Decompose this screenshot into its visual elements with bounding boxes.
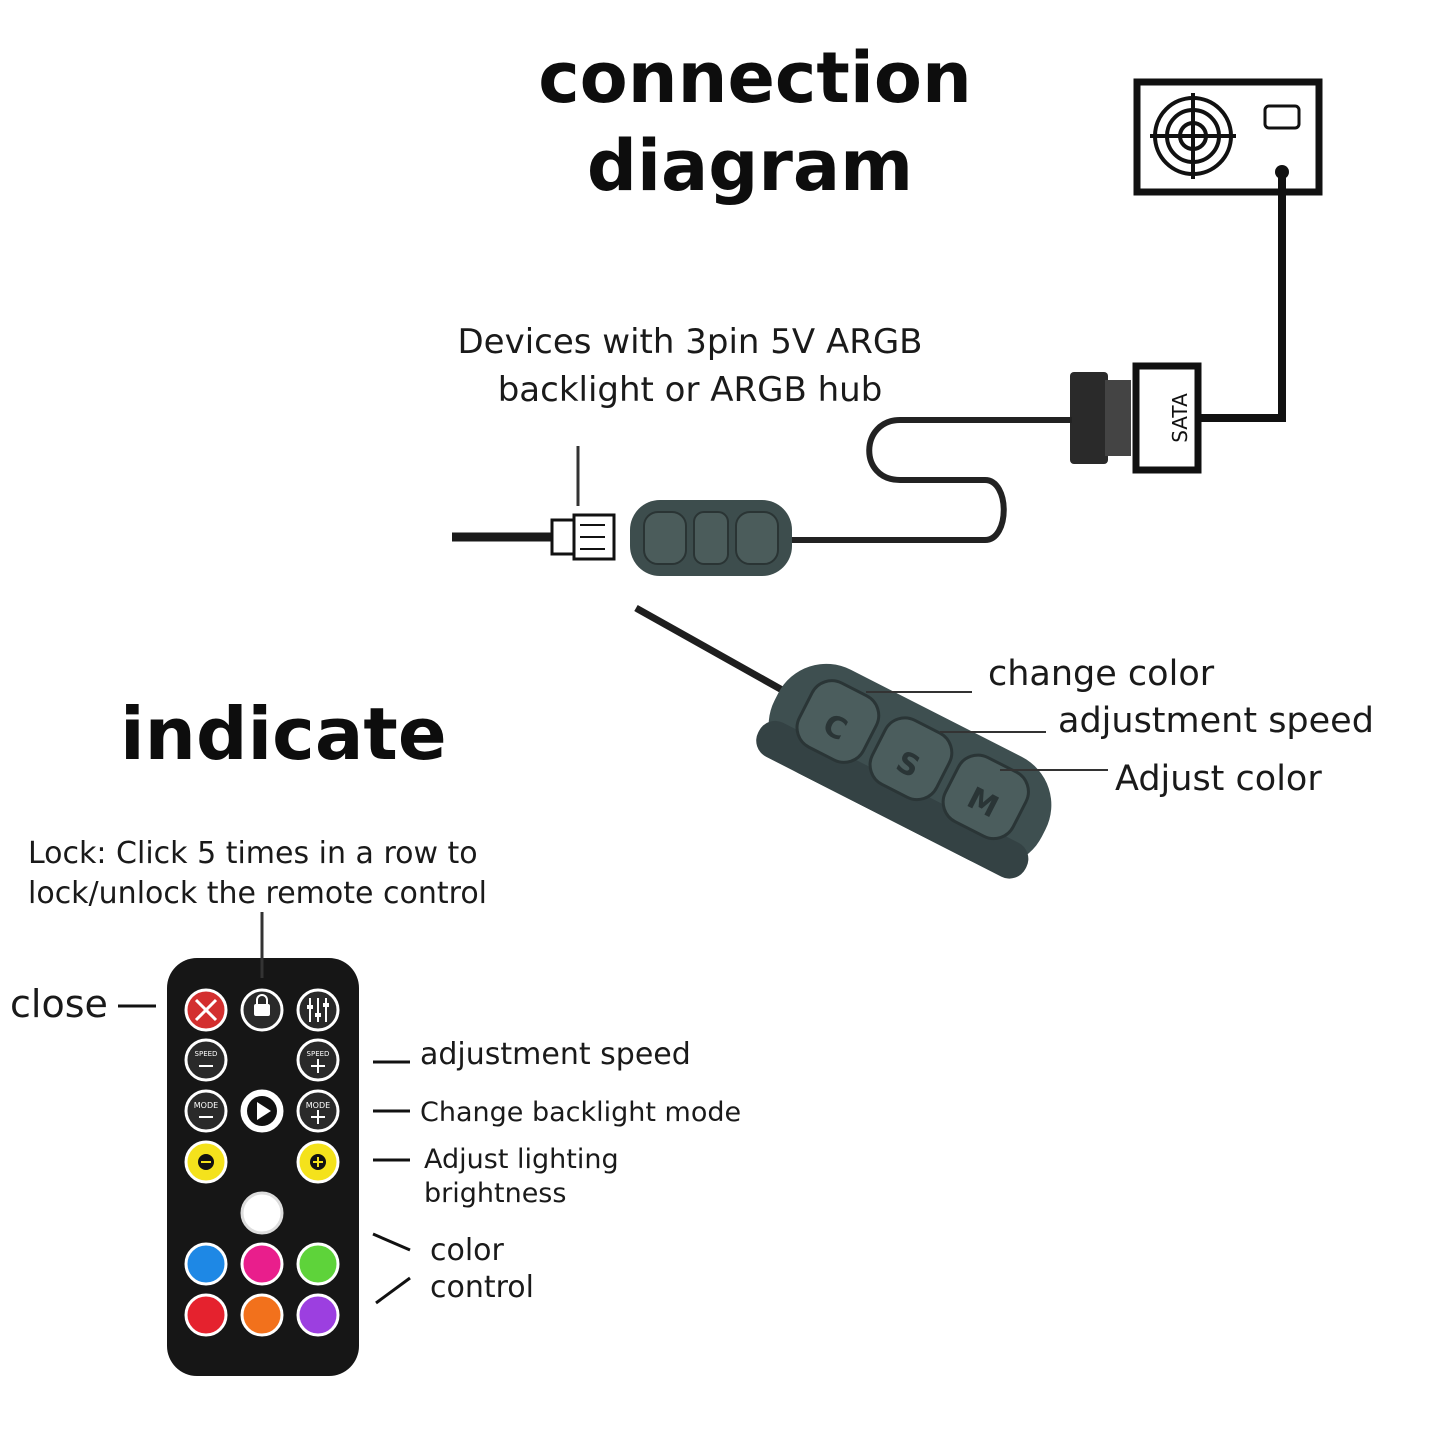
lock-label: Lock: Click 5 times in a row to lock/unl… (28, 834, 487, 914)
color-button-blue[interactable] (184, 1242, 228, 1286)
connection-diagram-title: connection diagram (520, 34, 990, 210)
controller-button-s: S (868, 716, 954, 802)
lock-button[interactable] (240, 988, 284, 1032)
devices-label-line-1: Devices with 3pin 5V ARGB (457, 322, 923, 362)
remote-adjustment-speed-label: adjustment speed (420, 1037, 691, 1072)
controller-button-c: C (795, 679, 881, 764)
callout-adjust-color: Adjust color (1115, 759, 1322, 799)
speed-plus-button[interactable]: SPEED (296, 1038, 340, 1082)
lock-label-line-2: lock/unlock the remote control (28, 876, 488, 911)
settings-sliders-button[interactable] (296, 988, 340, 1032)
small-controller (630, 500, 792, 576)
lock-label-line-1: Lock: Click 5 times in a row to (28, 836, 478, 871)
remote-color-line-2-text: control (430, 1270, 534, 1305)
title-line-2: diagram (586, 125, 914, 207)
mode-plus-label: MODE (306, 1101, 330, 1110)
devices-label-line-2: backlight or ARGB hub (497, 370, 883, 410)
speed-plus-label: SPEED (307, 1050, 330, 1058)
mode-plus-button[interactable]: MODE (296, 1089, 340, 1133)
color-button-orange[interactable] (240, 1293, 284, 1337)
title-line-1: connection (538, 37, 972, 119)
close-button[interactable] (184, 988, 228, 1032)
sata-label: SATA (1168, 393, 1192, 443)
color-button-green[interactable] (296, 1242, 340, 1286)
remote-change-mode-label: Change backlight mode (420, 1097, 742, 1128)
power-supply-icon (1133, 78, 1323, 196)
controller-cable (790, 417, 1072, 543)
argb-3pin-plug (550, 513, 616, 561)
brightness-down-button[interactable] (184, 1140, 228, 1184)
color-button-purple[interactable] (296, 1293, 340, 1337)
speed-minus-button[interactable]: SPEED (184, 1038, 228, 1082)
remote-color-line-1-text: color (430, 1233, 504, 1268)
mode-minus-label: MODE (194, 1101, 218, 1110)
play-pause-button[interactable] (240, 1089, 284, 1133)
remote-color-line-1 (372, 1232, 411, 1252)
color-button-red[interactable] (184, 1293, 228, 1337)
remote-color-label: color control (430, 1232, 534, 1306)
close-label: close (10, 982, 108, 1026)
remote-brightness-line-1: Adjust lighting (424, 1144, 619, 1175)
mode-minus-button[interactable]: MODE (184, 1089, 228, 1133)
controller-button-m: M (941, 753, 1030, 841)
devices-label: Devices with 3pin 5V ARGB backlight or A… (420, 318, 960, 414)
remote-color-line-2 (375, 1276, 411, 1305)
indicate-title: indicate (120, 692, 447, 776)
remote-brightness-line-2: brightness (424, 1178, 567, 1209)
color-button-white[interactable] (240, 1191, 284, 1235)
remote-brightness-label: Adjust lighting brightness (424, 1143, 619, 1211)
callout-adjustment-speed: adjustment speed (1058, 701, 1374, 741)
callout-change-color: change color (988, 654, 1215, 694)
large-controller-cable (634, 604, 802, 704)
brightness-up-button[interactable] (296, 1140, 340, 1184)
large-controller: C S M (756, 663, 1052, 879)
speed-minus-label: SPEED (195, 1050, 218, 1058)
psu-cable (1196, 172, 1286, 422)
sata-connector: SATA (1070, 362, 1202, 474)
color-button-pink[interactable] (240, 1242, 284, 1286)
